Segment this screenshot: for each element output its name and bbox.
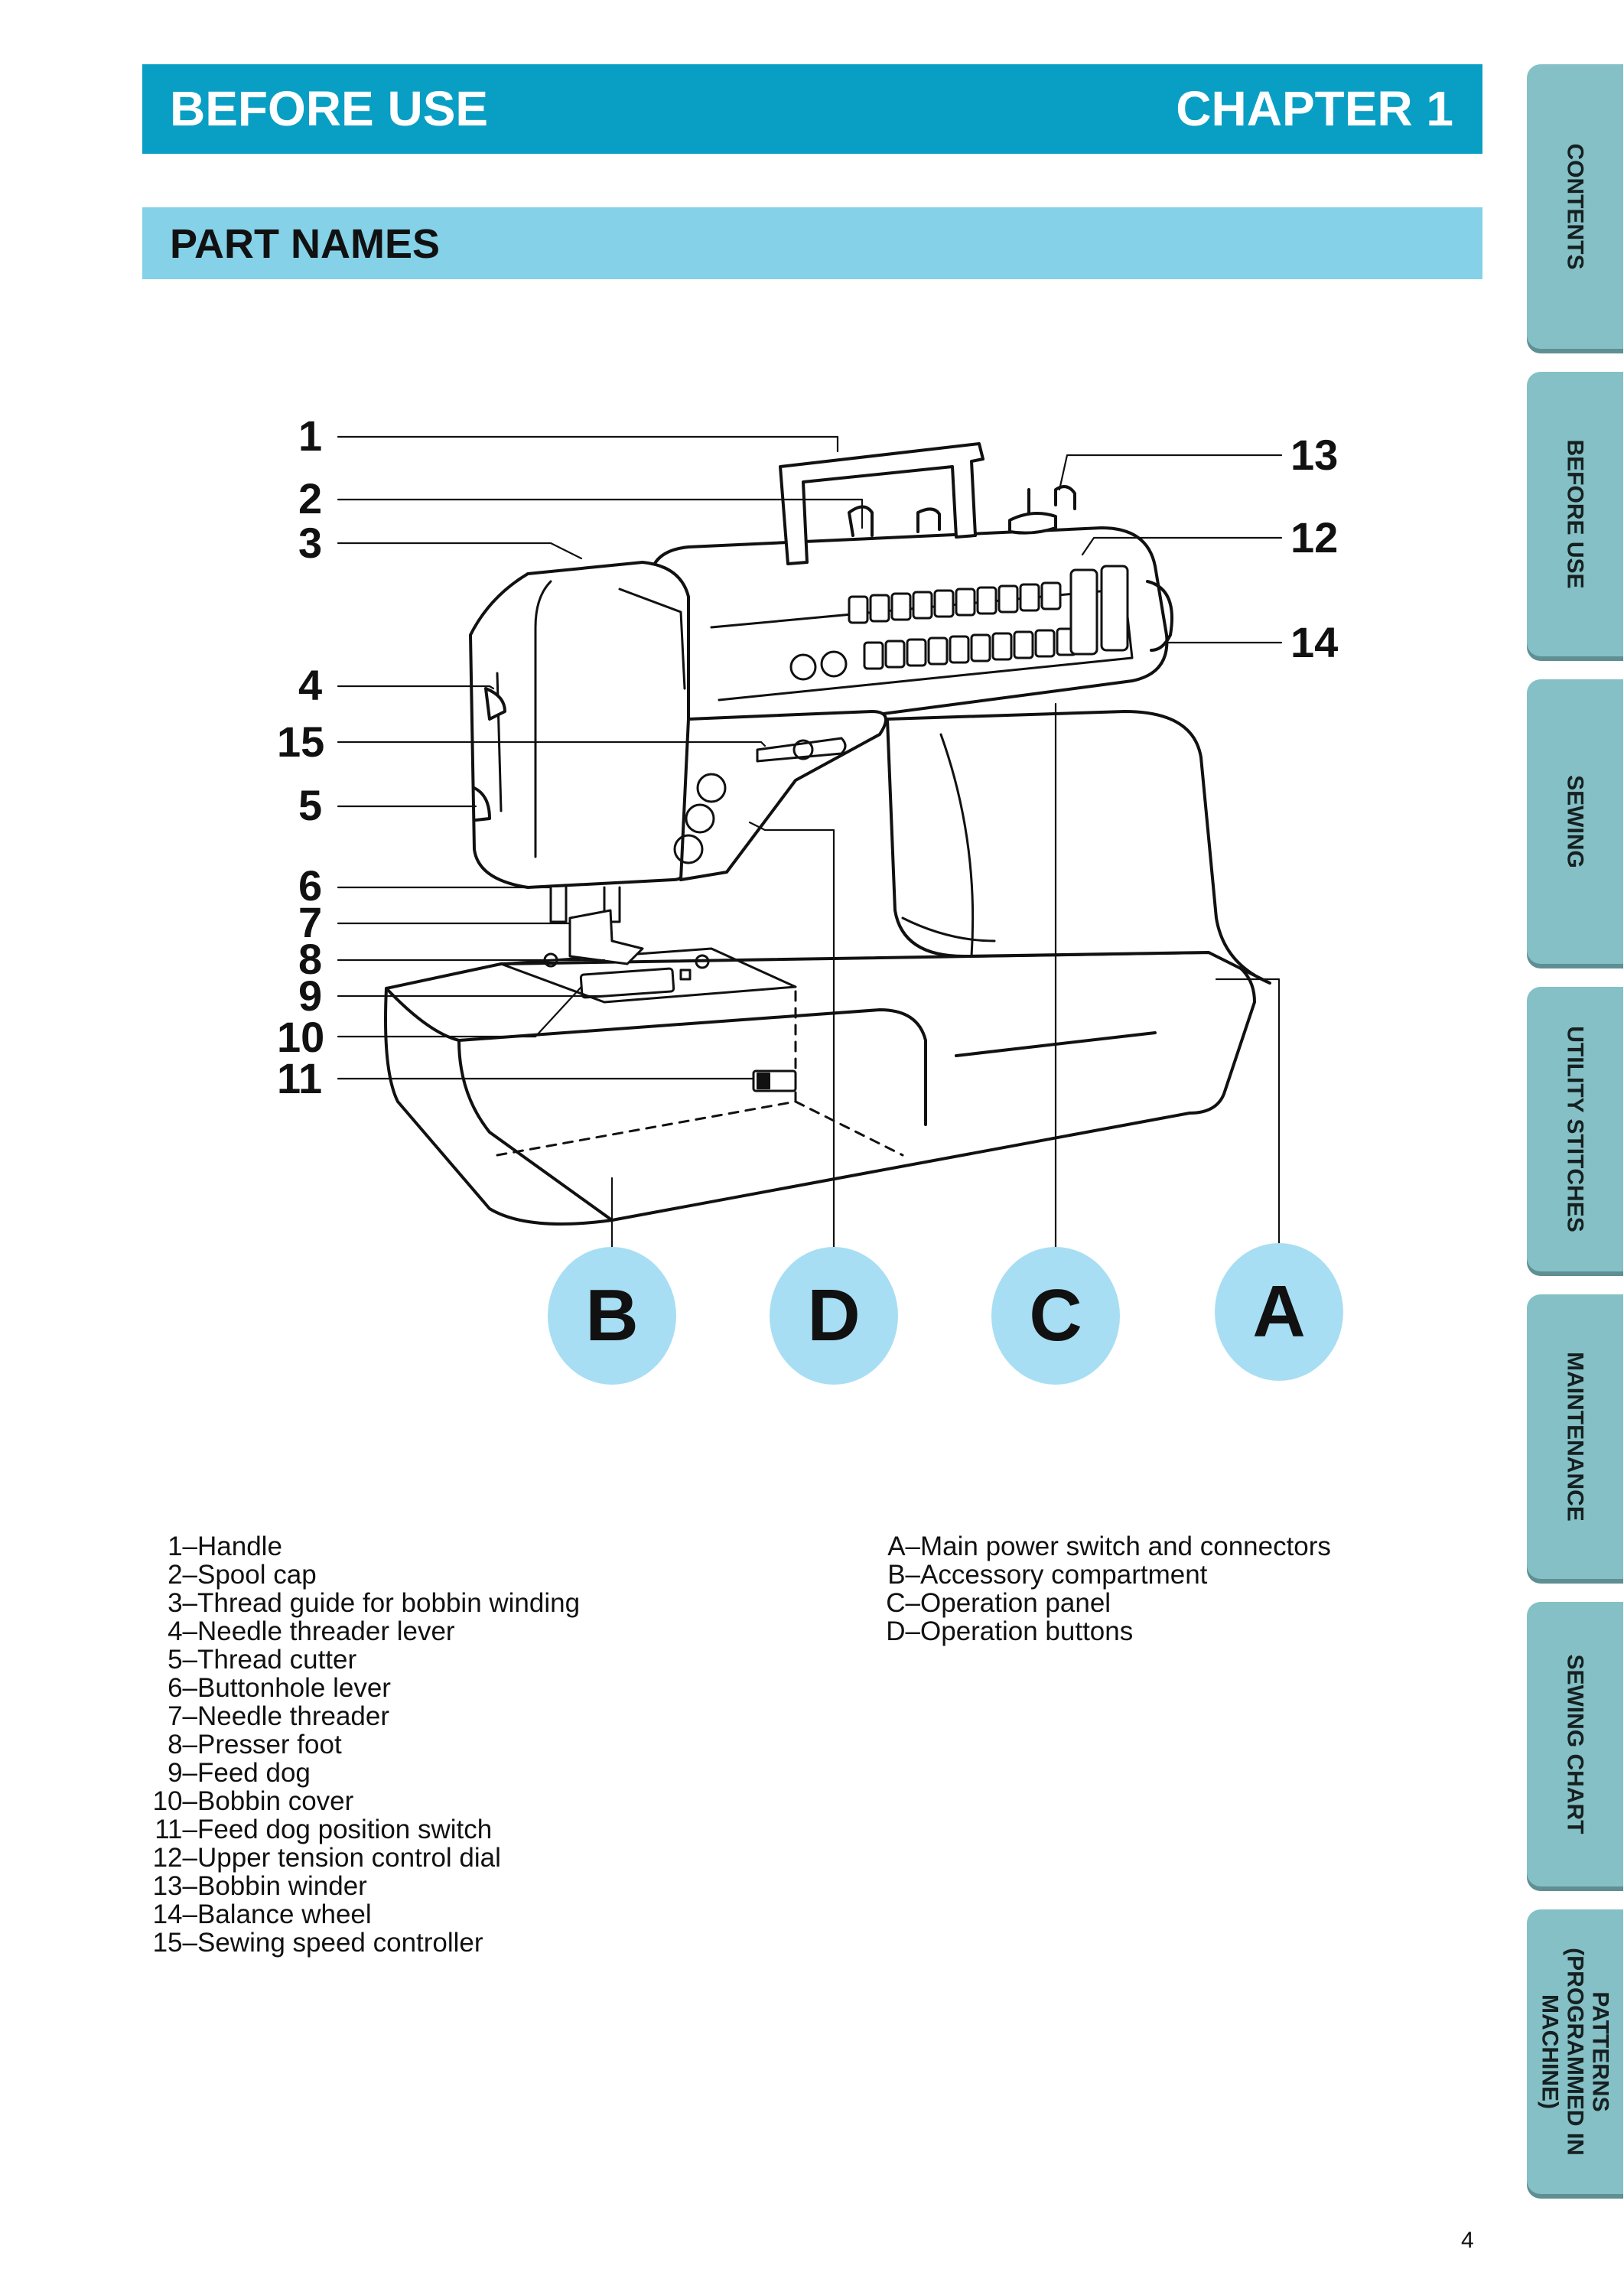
side-tab-label: SEWING CHART bbox=[1562, 1654, 1588, 1834]
header-left-title: BEFORE USE bbox=[170, 81, 489, 136]
legend-key: 15– bbox=[152, 1928, 197, 1958]
header-chapter-title: CHAPTER 1 bbox=[1176, 81, 1453, 136]
callout-number: 6 bbox=[298, 861, 323, 910]
legend-key: A– bbox=[887, 1532, 920, 1561]
callout-number: 9 bbox=[298, 972, 323, 1020]
callout-number: 15 bbox=[277, 718, 325, 766]
legend-item: D–Operation buttons bbox=[865, 1617, 1477, 1646]
callout-number: 14 bbox=[1290, 618, 1339, 666]
legend-key: 1– bbox=[168, 1532, 197, 1561]
legend-text: Spool cap bbox=[197, 1560, 317, 1590]
callout-number: 3 bbox=[298, 519, 323, 567]
side-tab-sewing[interactable]: SEWING bbox=[1527, 679, 1623, 964]
legend-key: 10– bbox=[152, 1786, 197, 1816]
legend-item: 7–Needle threader bbox=[142, 1702, 754, 1730]
legend-key: 8– bbox=[168, 1730, 197, 1760]
callout-number: 8 bbox=[298, 935, 323, 983]
side-tab-utility-stitches[interactable]: UTILITY STITCHES bbox=[1527, 987, 1623, 1271]
legend-item: 13–Bobbin winder bbox=[142, 1872, 754, 1900]
sewing-machine-illustration bbox=[337, 435, 1283, 1256]
callout-number: 5 bbox=[298, 781, 323, 829]
legend-text: Bobbin cover bbox=[197, 1786, 354, 1816]
legend-item: 15–Sewing speed controller bbox=[142, 1929, 754, 1957]
side-tab-contents[interactable]: CONTENTS bbox=[1527, 64, 1623, 349]
part-names-legend: 1–Handle 2–Spool cap 3–Thread guide for … bbox=[142, 1532, 754, 1957]
callout-number: 4 bbox=[298, 661, 323, 709]
legend-text: Thread cutter bbox=[197, 1645, 357, 1675]
callout-number: 11 bbox=[277, 1054, 323, 1102]
legend-key: 13– bbox=[152, 1871, 197, 1901]
legend-key: 2– bbox=[168, 1560, 197, 1590]
legend-key: 7– bbox=[168, 1701, 197, 1731]
legend-text: Needle threader bbox=[197, 1701, 389, 1731]
legend-item: 11–Feed dog position switch bbox=[142, 1815, 754, 1844]
legend-text: Operation panel bbox=[920, 1588, 1111, 1618]
legend-key: B– bbox=[887, 1560, 920, 1590]
badge-c: C bbox=[991, 1247, 1120, 1385]
callout-number: 7 bbox=[298, 898, 323, 946]
legend-text: Upper tension control dial bbox=[197, 1843, 501, 1873]
legend-item: C–Operation panel bbox=[865, 1589, 1477, 1617]
badge-a: A bbox=[1215, 1243, 1343, 1381]
legend-text: Presser foot bbox=[197, 1730, 342, 1760]
legend-text: Handle bbox=[197, 1532, 282, 1561]
badge-b: B bbox=[548, 1247, 676, 1385]
side-tab-patterns[interactable]: PATTERNS (PROGRAMMED IN MACHINE) bbox=[1527, 1909, 1623, 2194]
callout-number: 12 bbox=[1290, 513, 1339, 562]
legend-text: Feed dog position switch bbox=[197, 1815, 493, 1844]
side-tab-label: PATTERNS (PROGRAMMED IN MACHINE) bbox=[1537, 1948, 1613, 2156]
callout-number: 13 bbox=[1290, 431, 1339, 479]
legend-item: 4–Needle threader lever bbox=[142, 1617, 754, 1646]
legend-item: 14–Balance wheel bbox=[142, 1900, 754, 1929]
legend-text: Needle threader lever bbox=[197, 1616, 455, 1646]
legend-text: Main power switch and connectors bbox=[920, 1532, 1331, 1561]
legend-item: 2–Spool cap bbox=[142, 1561, 754, 1589]
legend-text: Bobbin winder bbox=[197, 1871, 367, 1901]
callout-number: 10 bbox=[277, 1013, 325, 1061]
section-title: PART NAMES bbox=[170, 221, 441, 267]
legend-text: Operation buttons bbox=[920, 1616, 1134, 1646]
side-tab-before-use[interactable]: BEFORE USE bbox=[1527, 372, 1623, 656]
legend-text: Feed dog bbox=[197, 1758, 311, 1788]
badge-d: D bbox=[770, 1247, 898, 1385]
legend-item: 3–Thread guide for bobbin winding bbox=[142, 1589, 754, 1617]
legend-text: Balance wheel bbox=[197, 1899, 372, 1929]
side-tab-sewing-chart[interactable]: SEWING CHART bbox=[1527, 1602, 1623, 1886]
callout-number: 2 bbox=[298, 474, 323, 522]
chapter-header: BEFORE USE CHAPTER 1 bbox=[142, 64, 1482, 154]
legend-text: Sewing speed controller bbox=[197, 1928, 483, 1958]
legend-item: B–Accessory compartment bbox=[865, 1561, 1477, 1589]
legend-item: 1–Handle bbox=[142, 1532, 754, 1561]
part-groups-legend: A–Main power switch and connectors B–Acc… bbox=[865, 1532, 1477, 1646]
legend-key: 4– bbox=[168, 1616, 197, 1646]
legend-text: Buttonhole lever bbox=[197, 1673, 391, 1703]
legend-key: 11– bbox=[155, 1815, 197, 1844]
legend-item: A–Main power switch and connectors bbox=[865, 1532, 1477, 1561]
legend-text: Accessory compartment bbox=[920, 1560, 1208, 1590]
legend-text: Thread guide for bobbin winding bbox=[197, 1588, 581, 1618]
legend-key: 3– bbox=[168, 1588, 197, 1618]
sewing-machine-diagram: 1 2 3 4 15 5 6 7 8 9 10 11 13 12 14 B D … bbox=[277, 412, 1343, 1385]
section-header: PART NAMES bbox=[142, 207, 1482, 279]
legend-item: 6–Buttonhole lever bbox=[142, 1674, 754, 1702]
legend-key: 14– bbox=[152, 1899, 197, 1929]
legend-key: D– bbox=[886, 1616, 920, 1646]
legend-item: 10–Bobbin cover bbox=[142, 1787, 754, 1815]
callout-number: 1 bbox=[298, 412, 323, 460]
side-tab-maintenance[interactable]: MAINTENANCE bbox=[1527, 1294, 1623, 1579]
legend-key: 9– bbox=[168, 1758, 197, 1788]
page-number: 4 bbox=[1461, 2228, 1474, 2253]
legend-item: 8–Presser foot bbox=[142, 1730, 754, 1759]
legend-item: 12–Upper tension control dial bbox=[142, 1844, 754, 1872]
legend-key: C– bbox=[886, 1588, 920, 1618]
legend-key: 12– bbox=[152, 1843, 197, 1873]
legend-item: 5–Thread cutter bbox=[142, 1646, 754, 1674]
legend-key: 6– bbox=[168, 1673, 197, 1703]
legend-key: 5– bbox=[168, 1645, 197, 1675]
legend-item: 9–Feed dog bbox=[142, 1759, 754, 1787]
